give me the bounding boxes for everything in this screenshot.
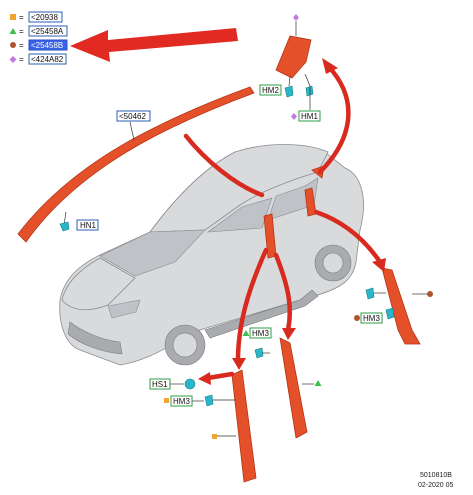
callout-hs1: HS1 bbox=[152, 380, 168, 389]
clip-icon bbox=[365, 287, 375, 300]
legend-code-424a82: <424A82 bbox=[31, 55, 64, 64]
clip-icon bbox=[385, 307, 395, 320]
legend-equals: = bbox=[19, 55, 24, 64]
front-corner-trim[interactable] bbox=[275, 35, 312, 79]
clip-icon bbox=[204, 394, 214, 407]
callout-hm3-center: HM3 bbox=[252, 329, 269, 338]
callout-hm3-center-box[interactable] bbox=[249, 327, 272, 339]
legend-equals: = bbox=[19, 41, 24, 50]
legend-code-25458a: <25458A bbox=[31, 27, 64, 36]
legend: = <20938 = <25458A = <25458B = <424A82 bbox=[9, 11, 68, 65]
front-pillar-applique[interactable] bbox=[231, 369, 257, 483]
clip-icon bbox=[184, 378, 196, 390]
triangle-marker-icon bbox=[242, 330, 250, 336]
callout-hm2: HM2 bbox=[262, 86, 279, 95]
callout-hm2-box[interactable] bbox=[259, 84, 282, 96]
leader-hm1 bbox=[304, 73, 311, 110]
drawing-number: 5010810B bbox=[420, 472, 452, 479]
callout-hm3-left: HM3 bbox=[173, 397, 190, 406]
circle-marker-icon bbox=[10, 42, 16, 48]
diamond-marker-icon bbox=[9, 56, 17, 63]
clip-icon bbox=[284, 85, 294, 98]
clip-icon bbox=[305, 85, 314, 97]
callout-hn1: HN1 bbox=[80, 221, 97, 230]
triangle-marker-icon bbox=[314, 380, 322, 386]
pointer-arrow-icon bbox=[70, 28, 238, 62]
callout-roof-rail: <50462 bbox=[119, 112, 146, 121]
leader-hm2 bbox=[288, 75, 291, 87]
drawing-date: 02-2020 05 bbox=[418, 482, 454, 489]
square-marker-icon bbox=[212, 434, 217, 439]
legend-code-box[interactable] bbox=[28, 11, 63, 23]
vehicle-illustration bbox=[59, 144, 364, 366]
square-marker-icon bbox=[10, 14, 16, 20]
callout-hn1-box[interactable] bbox=[76, 219, 99, 231]
callout-hm3-right: HM3 bbox=[363, 314, 380, 323]
legend-code-20938: <20938 bbox=[31, 13, 58, 22]
diamond-marker-icon bbox=[291, 113, 297, 120]
legend-code-box-selected[interactable] bbox=[28, 39, 68, 51]
legend-code-25458b: <25458B bbox=[31, 41, 63, 50]
diamond-marker-icon bbox=[293, 14, 299, 21]
center-pillar-applique[interactable] bbox=[279, 337, 308, 439]
roof-rail-moulding[interactable] bbox=[17, 86, 255, 243]
leader-roof-rail bbox=[129, 121, 135, 141]
callout-hm1: HM1 bbox=[301, 112, 318, 121]
callout-hm1-box[interactable] bbox=[298, 110, 321, 122]
circle-marker-icon bbox=[427, 291, 433, 297]
legend-code-box[interactable] bbox=[28, 53, 67, 65]
legend-code-box[interactable] bbox=[28, 25, 68, 37]
callout-hm3-right-box[interactable] bbox=[360, 312, 383, 324]
legend-equals: = bbox=[19, 13, 24, 22]
arrows bbox=[183, 58, 386, 385]
triangle-marker-icon bbox=[9, 28, 17, 34]
clip-icon bbox=[254, 347, 264, 359]
clip-icon bbox=[59, 221, 70, 232]
square-marker-icon bbox=[164, 398, 169, 403]
rear-quarter-applique[interactable] bbox=[381, 267, 421, 345]
circle-marker-icon bbox=[354, 315, 360, 321]
callout-roof-rail-box[interactable] bbox=[116, 110, 151, 122]
legend-equals: = bbox=[19, 27, 24, 36]
